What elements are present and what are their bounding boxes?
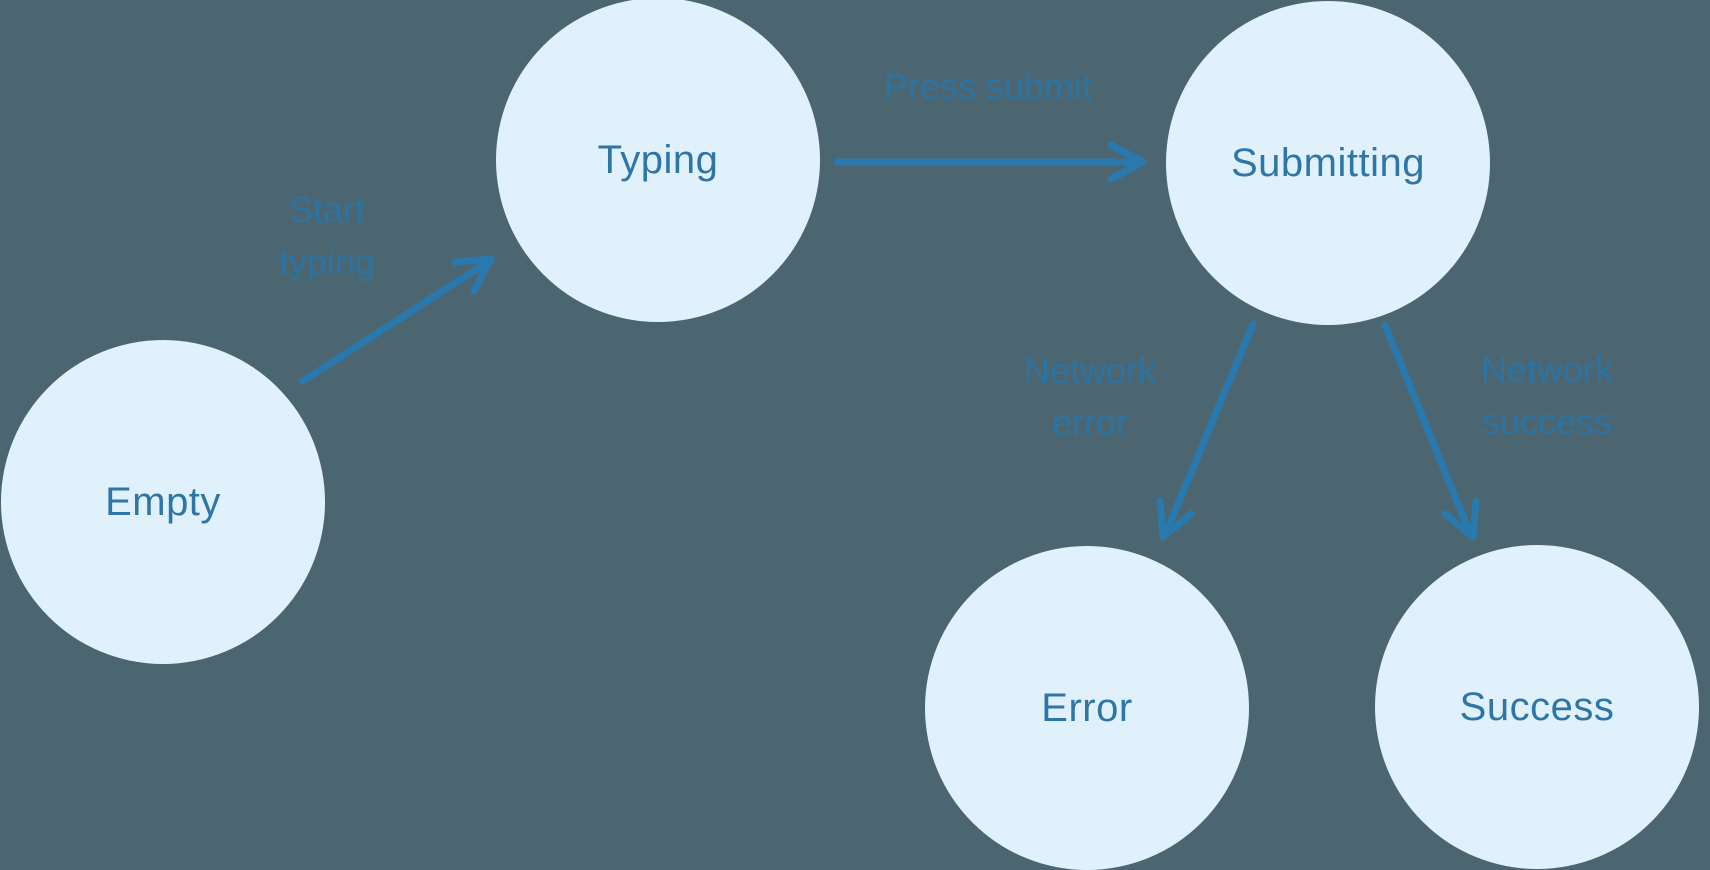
arrow-submitting-to-success	[1381, 321, 1480, 541]
edge-label-network-success: Network success	[1481, 344, 1613, 448]
node-empty-label: Empty	[105, 479, 221, 524]
edge-label-line: error	[1051, 402, 1128, 443]
node-error: Error	[925, 546, 1249, 870]
edge-label-line: Network	[1480, 349, 1614, 390]
node-success: Success	[1375, 545, 1699, 869]
node-typing: Typing	[496, 0, 820, 322]
node-submitting-label: Submitting	[1231, 140, 1425, 185]
node-empty: Empty	[1, 340, 325, 664]
edge-label-network-error: Network error	[1024, 345, 1156, 449]
edge-label-line: typing	[278, 241, 376, 282]
edge-label-line: success	[1481, 401, 1613, 442]
arrow-typing-to-submitting	[833, 141, 1147, 183]
edge-label-line: Start	[288, 189, 366, 230]
edge-label-line: Press submit	[883, 66, 1093, 107]
node-success-label: Success	[1459, 684, 1615, 729]
edge-label-line: Network	[1023, 350, 1157, 391]
node-error-label: Error	[1041, 685, 1133, 730]
edge-label-start-typing: Start typing	[279, 184, 375, 288]
node-typing-label: Typing	[597, 137, 719, 182]
arrow-submitting-to-error	[1156, 320, 1257, 541]
node-submitting: Submitting	[1166, 1, 1490, 325]
edge-label-press-submit: Press submit	[884, 61, 1092, 113]
